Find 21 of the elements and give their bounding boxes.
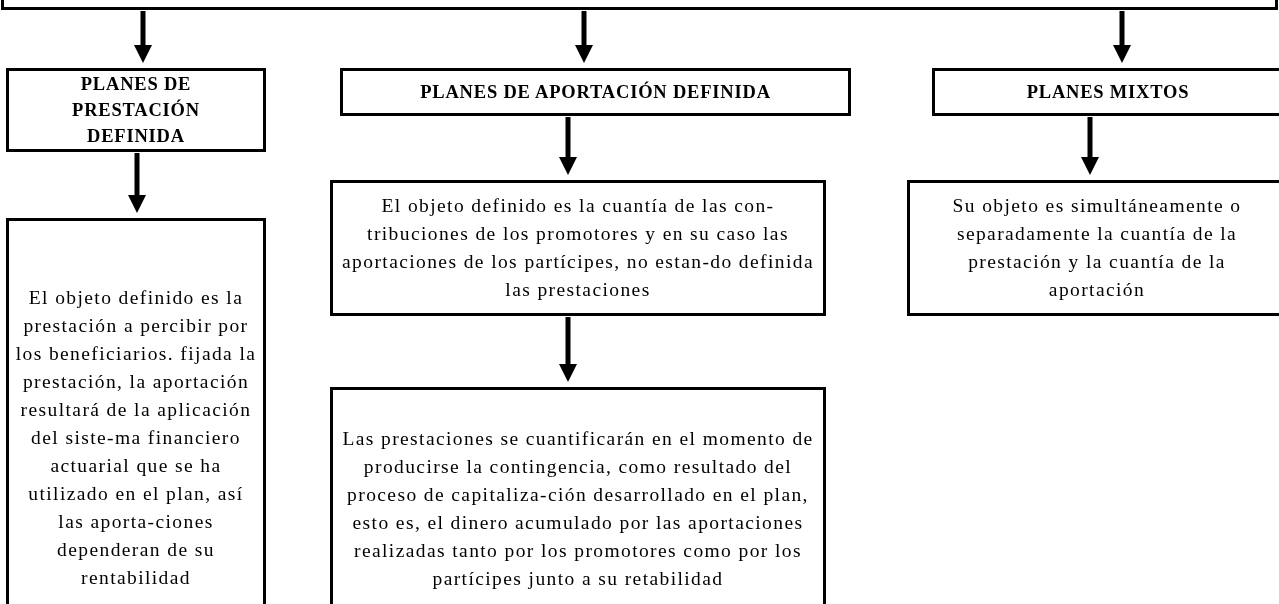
description-text: Su objeto es simultáneamente o separadamente la cuantía de la prestación y la cuantía de la aportación <box>951 194 1243 302</box>
text-box <box>6 218 266 604</box>
arrow <box>575 11 593 63</box>
arrow <box>134 11 152 63</box>
arrow <box>559 317 577 382</box>
heading-text: PLANES DE PRESTACIÓN DEFINIDA <box>71 73 201 148</box>
text-box <box>907 180 1279 316</box>
heading-box <box>932 68 1279 116</box>
description-text: El objeto definido es la cuantía de las con-tribuciones de los promotores y en su caso las aportaciones de los partícipes, no estan-do definida las prestaciones <box>341 194 815 302</box>
heading-text: PLANES DE APORTACIÓN DEFINIDA <box>420 80 771 104</box>
description-text: Las prestaciones se cuantificarán en el momento de producirse la contingencia, como resultado del proceso de capitaliza-ción desarrollado en el plan, esto es, el dinero acumulado por las aportaciones realizadas tanto por los promotores como por los partícipes junto a su retabilidad <box>341 427 815 591</box>
heading-box <box>6 68 266 152</box>
heading-box <box>340 68 851 116</box>
arrow <box>559 117 577 175</box>
arrow <box>1113 11 1131 63</box>
text-box <box>330 180 826 316</box>
arrow <box>1081 117 1099 175</box>
heading-text: PLANES MIXTOS <box>1026 81 1190 104</box>
arrow <box>128 153 146 213</box>
description-text: El objeto definido es la prestación a percibir por los beneficiarios. fijada la prestación, la aportación resultará de la aplicación del siste-ma financiero actuarial que se ha utilizado en el plan, así las aporta-ciones dependeran de su rentabilidad <box>14 286 258 590</box>
text-box <box>330 387 826 604</box>
